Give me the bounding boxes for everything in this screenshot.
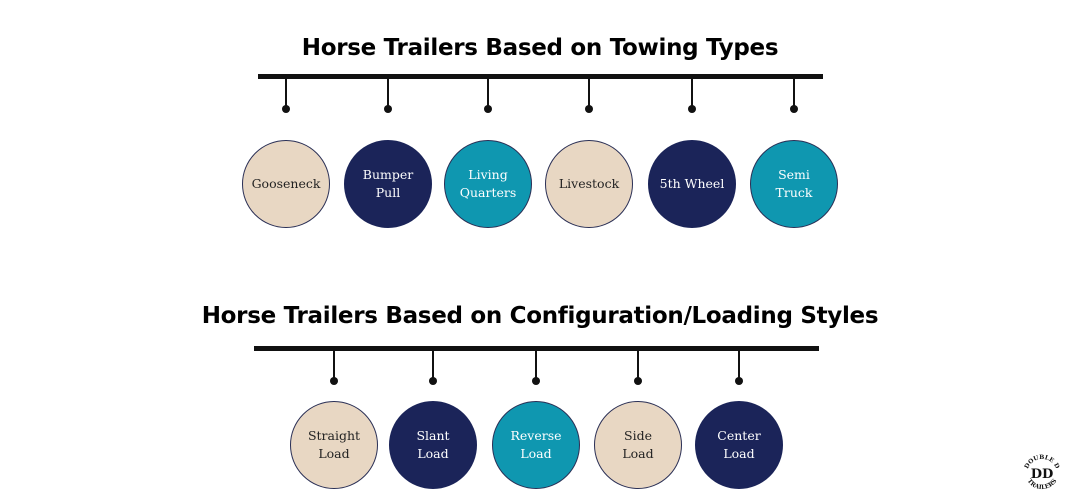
connector-stem	[333, 350, 335, 380]
connector-dot	[384, 105, 392, 113]
trailer-type-node: 5th Wheel	[648, 140, 736, 228]
towing-types-timeline-bar	[258, 74, 823, 79]
trailer-type-node: Slant Load	[389, 401, 477, 489]
connector-dot	[330, 377, 338, 385]
trailer-type-label: Living Quarters	[459, 167, 517, 200]
trailer-type-label: Center Load	[717, 428, 761, 461]
connector-stem	[285, 78, 287, 108]
connector-dot	[282, 105, 290, 113]
connector-dot	[585, 105, 593, 113]
loading-styles-title: Horse Trailers Based on Configuration/Lo…	[201, 303, 879, 329]
trailer-type-node: Livestock	[545, 140, 633, 228]
trailer-type-node: Living Quarters	[444, 140, 532, 228]
connector-stem	[588, 78, 590, 108]
connector-dot	[688, 105, 696, 113]
connector-dot	[484, 105, 492, 113]
trailer-type-label: Side Load	[622, 428, 654, 461]
connector-stem	[691, 78, 693, 108]
loading-styles-timeline-bar	[254, 346, 819, 351]
connector-dot	[790, 105, 798, 113]
connector-dot	[532, 377, 540, 385]
trailer-type-label: Semi Truck	[775, 167, 813, 200]
trailer-type-label: Livestock	[558, 176, 620, 191]
trailer-type-label: Slant Load	[416, 428, 450, 461]
towing-types-title: Horse Trailers Based on Towing Types	[301, 35, 779, 61]
trailer-type-node: Straight Load	[290, 401, 378, 489]
connector-stem	[738, 350, 740, 380]
trailer-type-node: Reverse Load	[492, 401, 580, 489]
connector-stem	[387, 78, 389, 108]
trailer-type-label: Reverse Load	[510, 428, 562, 461]
connector-stem	[637, 350, 639, 380]
trailer-type-label: Straight Load	[307, 428, 361, 461]
connector-dot	[634, 377, 642, 385]
trailer-type-node: Semi Truck	[750, 140, 838, 228]
logo-monogram: DD	[1031, 467, 1054, 482]
trailer-type-node: Center Load	[695, 401, 783, 489]
trailer-type-node: Side Load	[594, 401, 682, 489]
connector-stem	[793, 78, 795, 108]
connector-dot	[735, 377, 743, 385]
trailer-type-label: Gooseneck	[251, 176, 321, 191]
connector-stem	[487, 78, 489, 108]
trailer-type-node: Gooseneck	[242, 140, 330, 228]
trailer-type-node: Bumper Pull	[344, 140, 432, 228]
trailer-type-label: Bumper Pull	[362, 167, 414, 200]
connector-stem	[535, 350, 537, 380]
connector-dot	[429, 377, 437, 385]
trailer-type-label: 5th Wheel	[659, 176, 725, 191]
double-d-trailers-logo: DOUBLE D DD TRAILERS	[1023, 454, 1060, 491]
connector-stem	[432, 350, 434, 380]
